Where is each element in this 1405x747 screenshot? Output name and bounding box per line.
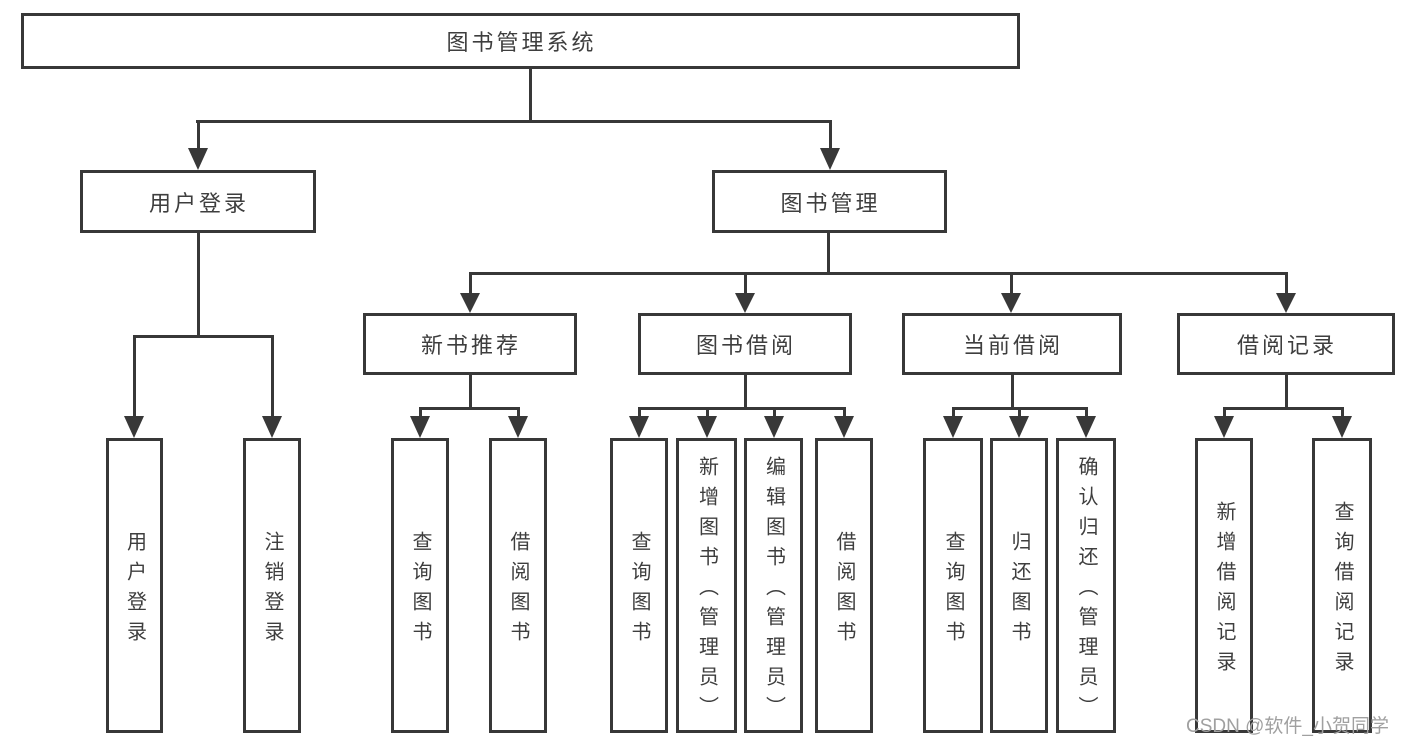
leaf-add-borrow-record: 新增借阅记录 (1195, 438, 1253, 733)
connector-line (468, 375, 472, 407)
connector-line (743, 375, 747, 407)
node-label: 新书推荐 (420, 333, 521, 358)
connector-line (705, 407, 709, 416)
connector-line (1222, 407, 1344, 410)
arrow-down-icon (124, 416, 144, 438)
node-label: 用户登录 (148, 190, 249, 216)
leaf-edit-books-admin: 编辑图书（管理员） (744, 438, 803, 733)
connector-line (132, 335, 274, 338)
node-label: 图书借阅 (695, 333, 796, 358)
connector-line (196, 120, 200, 148)
connector-line (743, 272, 747, 293)
leaf-confirm-return-admin: 确认归还（管理员） (1056, 438, 1116, 733)
connector-line (1284, 272, 1288, 293)
node-label: 图书管理系统 (446, 30, 597, 55)
connector-line (1009, 272, 1013, 293)
connector-line (418, 407, 422, 416)
leaf-label: 借阅图书 (833, 530, 855, 651)
leaf-label: 借阅图书 (507, 530, 529, 651)
leaf-query-books-recommend: 查询图书 (391, 438, 449, 733)
connector-line (842, 407, 846, 416)
connector-line (1084, 407, 1088, 416)
connector-line (196, 233, 200, 335)
arrow-down-icon (1009, 416, 1029, 438)
leaf-logout: 注销登录 (243, 438, 301, 733)
leaf-label: 确认归还（管理员） (1075, 455, 1097, 726)
connector-line (1340, 407, 1344, 416)
leaf-label: 新增图书（管理员） (695, 455, 718, 726)
connector-line (529, 69, 532, 120)
connector-line (826, 233, 830, 272)
connector-line (1017, 407, 1021, 416)
arrow-down-icon (735, 293, 755, 313)
connector-line (270, 335, 274, 416)
arrow-down-icon (1001, 293, 1021, 313)
connector-line (637, 407, 641, 416)
leaf-label: 查询图书 (942, 530, 964, 651)
arrow-down-icon (820, 148, 840, 170)
arrow-down-icon (1076, 416, 1096, 438)
node-book-borrow: 图书借阅 (638, 313, 852, 375)
leaf-label: 归还图书 (1008, 530, 1030, 651)
connector-line (132, 335, 136, 416)
arrow-down-icon (262, 416, 282, 438)
leaf-query-borrow-record: 查询借阅记录 (1312, 438, 1372, 733)
node-current-borrow: 当前借阅 (902, 313, 1122, 375)
connector-line (951, 407, 955, 416)
node-book-management: 图书管理 (712, 170, 947, 233)
arrow-down-icon (943, 416, 963, 438)
node-borrow-records: 借阅记录 (1177, 313, 1395, 375)
connector-line (418, 407, 520, 410)
leaf-label: 编辑图书（管理员） (762, 455, 785, 726)
connector-line (1222, 407, 1226, 416)
leaf-label: 查询图书 (628, 530, 650, 651)
leaf-borrow-books: 借阅图书 (815, 438, 873, 733)
connector-line (468, 272, 472, 293)
leaf-label: 注销登录 (261, 530, 283, 651)
node-label: 图书管理 (780, 190, 881, 216)
leaf-return-books: 归还图书 (990, 438, 1048, 733)
leaf-label: 查询图书 (409, 530, 431, 651)
node-new-book-recommend: 新书推荐 (363, 313, 577, 375)
watermark: CSDN @软件_小贺同学 (1186, 716, 1389, 737)
arrow-down-icon (834, 416, 854, 438)
arrow-down-icon (188, 148, 208, 170)
arrow-down-icon (1276, 293, 1296, 313)
connector-line (1010, 375, 1014, 407)
leaf-add-books-admin: 新增图书（管理员） (676, 438, 737, 733)
leaf-label: 用户登录 (123, 530, 146, 651)
connector-line (637, 407, 846, 410)
connector-line (772, 407, 776, 416)
leaf-query-books-borrow: 查询图书 (610, 438, 668, 733)
arrow-down-icon (460, 293, 480, 313)
arrow-down-icon (764, 416, 784, 438)
connector-line (196, 120, 832, 123)
arrow-down-icon (508, 416, 528, 438)
arrow-down-icon (629, 416, 649, 438)
leaf-user-login: 用户登录 (106, 438, 163, 733)
node-label: 当前借阅 (962, 333, 1063, 358)
connector-line (1284, 375, 1288, 407)
arrow-down-icon (1214, 416, 1234, 438)
leaf-query-books-current: 查询图书 (923, 438, 983, 733)
node-user-login: 用户登录 (80, 170, 316, 233)
node-label: 借阅记录 (1236, 333, 1337, 358)
leaf-borrow-books-recommend: 借阅图书 (489, 438, 547, 733)
node-root: 图书管理系统 (21, 13, 1020, 69)
arrow-down-icon (410, 416, 430, 438)
connector-line (516, 407, 520, 416)
arrow-down-icon (1332, 416, 1352, 438)
connector-line (468, 272, 1288, 275)
leaf-label: 查询借阅记录 (1331, 500, 1353, 681)
arrow-down-icon (697, 416, 717, 438)
leaf-label: 新增借阅记录 (1213, 500, 1235, 681)
connector-line (828, 120, 832, 148)
